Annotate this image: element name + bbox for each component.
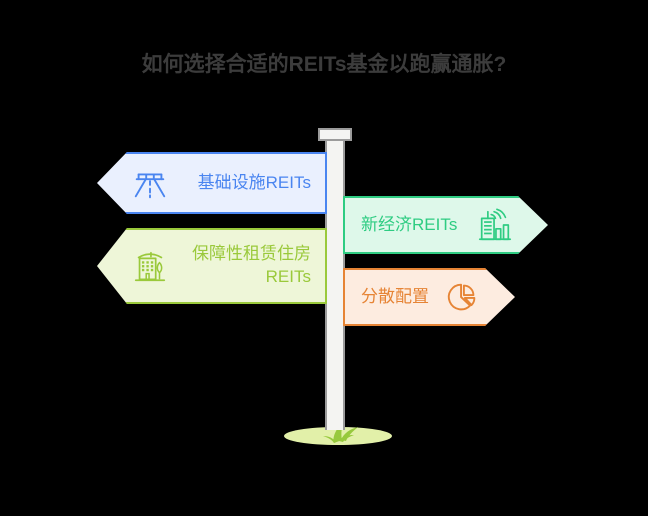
signpost-pole-cap [318,128,352,141]
highway-road-icon [134,173,166,199]
grass-mound-icon [284,420,392,445]
sign-infrastructure[interactable]: 基础设施REITs [97,152,327,214]
smart-building-signal-icon [476,206,514,244]
signpost-pole [325,140,345,430]
sign-housing[interactable]: 保障性租赁住房 REITs [97,228,327,304]
sign-diversify[interactable]: 分散配置 [343,268,515,326]
page-title: 如何选择合适的REITs基金以跑赢通胀? [141,53,507,76]
sign-label-diversify: 分散配置 [361,286,429,306]
sign-label-housing: 保障性租赁住房 REITs [192,244,311,286]
sign-label-infrastructure: 基础设施REITs [197,172,311,192]
pie-chart-icon [443,278,481,316]
apartment-building-icon [134,251,166,282]
sign-label-neweconomy: 新经济REITs [361,214,458,234]
sign-neweconomy[interactable]: 新经济REITs [343,196,548,254]
